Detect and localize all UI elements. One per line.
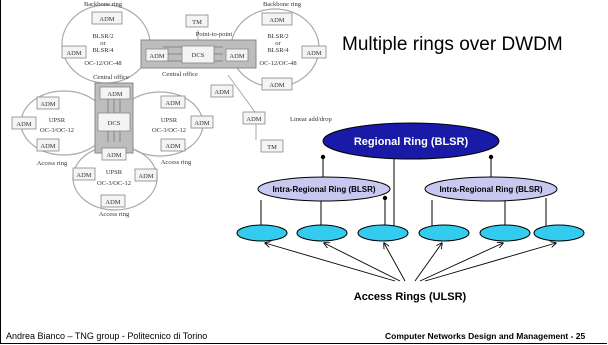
intra-regional-ring-right [424, 176, 558, 202]
point-to-point-label: Point-to-point [196, 31, 233, 38]
dcs-label: DCS [108, 120, 121, 127]
adm-node [261, 77, 293, 91]
adm-label: ADM [214, 89, 229, 96]
adm-node [225, 48, 249, 62]
adm-node [160, 95, 186, 109]
ring-text-label: OC-12/OC-48 [84, 60, 121, 67]
oc-label: OC-3/OC-12 [40, 127, 74, 134]
tm-node [260, 139, 284, 153]
adm-node [100, 194, 126, 208]
access-ring [533, 224, 585, 242]
footer-author: Andrea Bianco – TNG group - Politecnico … [6, 331, 208, 341]
adm-node [72, 167, 96, 181]
adm-node [91, 11, 123, 25]
tm-node [185, 14, 209, 28]
ring-text-label: or [275, 40, 281, 47]
adm-label: ADM [229, 53, 244, 60]
adm-node [210, 84, 234, 98]
adm-node [11, 116, 37, 130]
adm-label: ADM [99, 16, 114, 23]
dcs-node [181, 45, 215, 64]
central-office-label: Central office [93, 74, 129, 81]
access-ring [296, 224, 348, 242]
oc-label: OC-3/OC-12 [97, 180, 131, 187]
ring-text-label: BLSR/4 [267, 47, 289, 54]
backbone-ring-label: Backbone ring [84, 1, 123, 8]
dcs-node [97, 112, 131, 132]
regional-ring-label: Regional Ring (BLSR) [354, 136, 469, 148]
intra-regional-ring-label: Intra-Regional Ring (BLSR) [439, 185, 542, 194]
backbone-ring-label: Backbone ring [263, 1, 302, 8]
upsr-label: UPSR [49, 117, 66, 124]
adm-node [99, 86, 131, 100]
adm-node [145, 48, 169, 62]
adm-node [36, 138, 60, 152]
adm-node [134, 168, 158, 182]
footer-course: Computer Networks Design and Management … [385, 331, 586, 341]
tm-label: TM [267, 144, 277, 151]
access-ring-label: Access ring [99, 211, 130, 218]
access-ring-label: Access ring [37, 160, 68, 167]
adm-label: ADM [40, 101, 55, 108]
adm-node [261, 12, 293, 26]
access-ring [236, 224, 288, 242]
ring-text-label: BLSR/2 [92, 33, 113, 40]
upsr-label: UPSR [106, 169, 123, 176]
access-rings-label: Access Rings (ULSR) [354, 291, 467, 303]
adm-label: ADM [106, 152, 121, 159]
adm-label: ADM [165, 100, 180, 107]
adm-label: ADM [246, 116, 261, 123]
ring-text-label: or [100, 40, 106, 47]
adm-node [242, 111, 266, 125]
adm-label: ADM [269, 17, 284, 24]
adm-label: ADM [138, 173, 153, 180]
adm-label: ADM [16, 121, 31, 128]
central-office-label: Central office [162, 71, 198, 78]
access-ring [418, 224, 470, 242]
intra-regional-ring-left [257, 176, 391, 202]
dcs-label: DCS [192, 52, 205, 59]
adm-label: ADM [306, 50, 321, 57]
slide-title: Multiple rings over DWDM [342, 34, 563, 55]
access-ring [479, 224, 531, 242]
regional-ring [322, 122, 500, 160]
tm-label: TM [192, 19, 202, 26]
linear-add-drop-label: Linear add/drop [290, 116, 332, 123]
adm-node [160, 138, 186, 152]
intra-regional-ring-label: Intra-Regional Ring (BLSR) [272, 185, 375, 194]
adm-node [61, 45, 87, 59]
ring-text-label: BLSR/2 [267, 33, 288, 40]
access-ring-label: Access ring [161, 159, 192, 166]
adm-label: ADM [105, 199, 120, 206]
adm-label: ADM [107, 91, 122, 98]
adm-node [301, 45, 327, 59]
adm-label: ADM [269, 82, 284, 89]
oc-label: OC-3/OC-12 [152, 127, 186, 134]
adm-node [36, 96, 60, 110]
adm-label: ADM [40, 143, 55, 150]
upsr-label: UPSR [161, 117, 178, 124]
ring-text-label: BLSR/4 [92, 47, 114, 54]
ring-text-label: OC-12/OC-48 [259, 60, 296, 67]
adm-node [101, 147, 127, 161]
access-ring [357, 224, 409, 242]
adm-label: ADM [149, 53, 164, 60]
adm-label: ADM [194, 120, 209, 127]
adm-label: ADM [66, 50, 81, 57]
adm-node [190, 115, 214, 129]
adm-label: ADM [165, 143, 180, 150]
adm-label: ADM [76, 172, 91, 179]
